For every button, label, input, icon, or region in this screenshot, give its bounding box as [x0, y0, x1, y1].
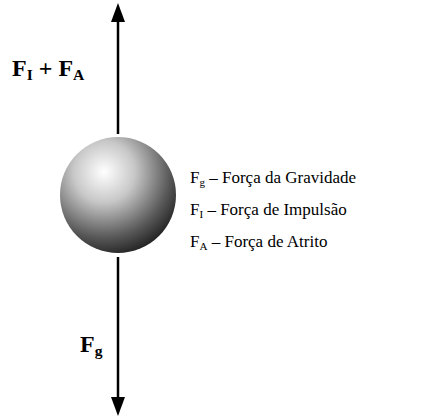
downward-force-arrow [117, 257, 120, 400]
key-text: FI – Força de Impulsão [190, 200, 347, 220]
key-text: Fg – Força da Gravidade [190, 168, 356, 188]
force-label: Fg [80, 330, 102, 359]
force-label: FI + FA [12, 54, 84, 83]
upward-force-arrow [117, 20, 120, 134]
sphere [60, 137, 176, 253]
arrow-head [111, 3, 125, 22]
arrow-head [111, 397, 125, 416]
key-text: FA – Força de Atrito [190, 232, 327, 252]
